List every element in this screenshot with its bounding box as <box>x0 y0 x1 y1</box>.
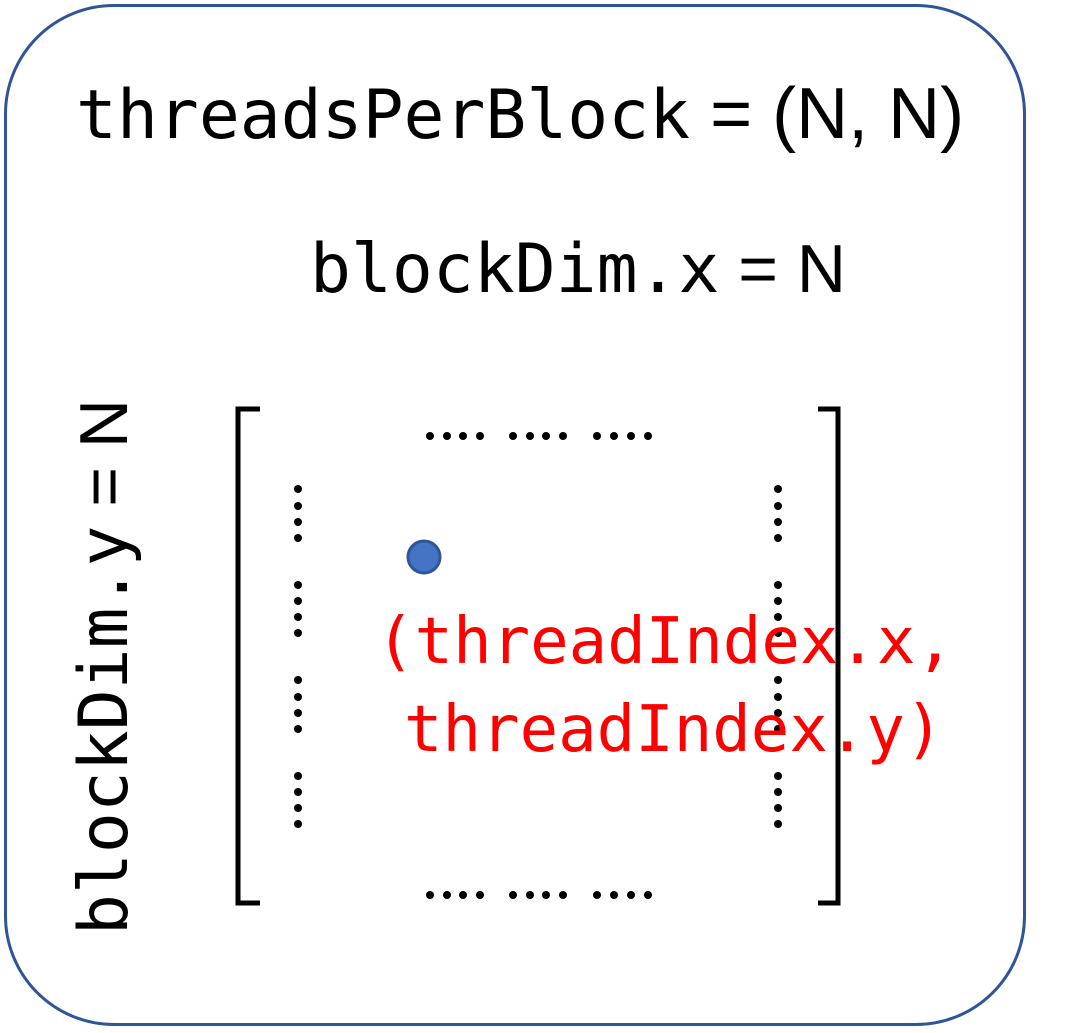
thread-index-x: (threadIndex.x, <box>376 605 954 679</box>
threads-per-block-label: threadsPerBlock = (N, N) <box>76 78 964 150</box>
top-row-ellipsis <box>426 432 652 440</box>
block-dim-x-label: blockDim.x = N <box>310 235 846 304</box>
bottom-row-ellipsis <box>426 891 652 899</box>
thread-dot-icon <box>406 539 442 575</box>
thread-block-frame <box>4 4 1026 1026</box>
left-column-ellipsis <box>294 485 302 828</box>
threads-per-block-value: = (N, N) <box>690 74 965 154</box>
block-dim-x-value: = N <box>719 231 847 307</box>
thread-index-y: threadIndex.y) <box>404 693 944 767</box>
threads-per-block-code: threadsPerBlock <box>76 76 691 155</box>
block-dim-x-code: blockDim.x <box>310 230 720 309</box>
right-column-ellipsis <box>774 485 782 828</box>
right-bracket <box>818 406 841 906</box>
left-bracket <box>235 406 260 906</box>
thread-index-label: (threadIndex.x, threadIndex.y) <box>376 598 954 774</box>
